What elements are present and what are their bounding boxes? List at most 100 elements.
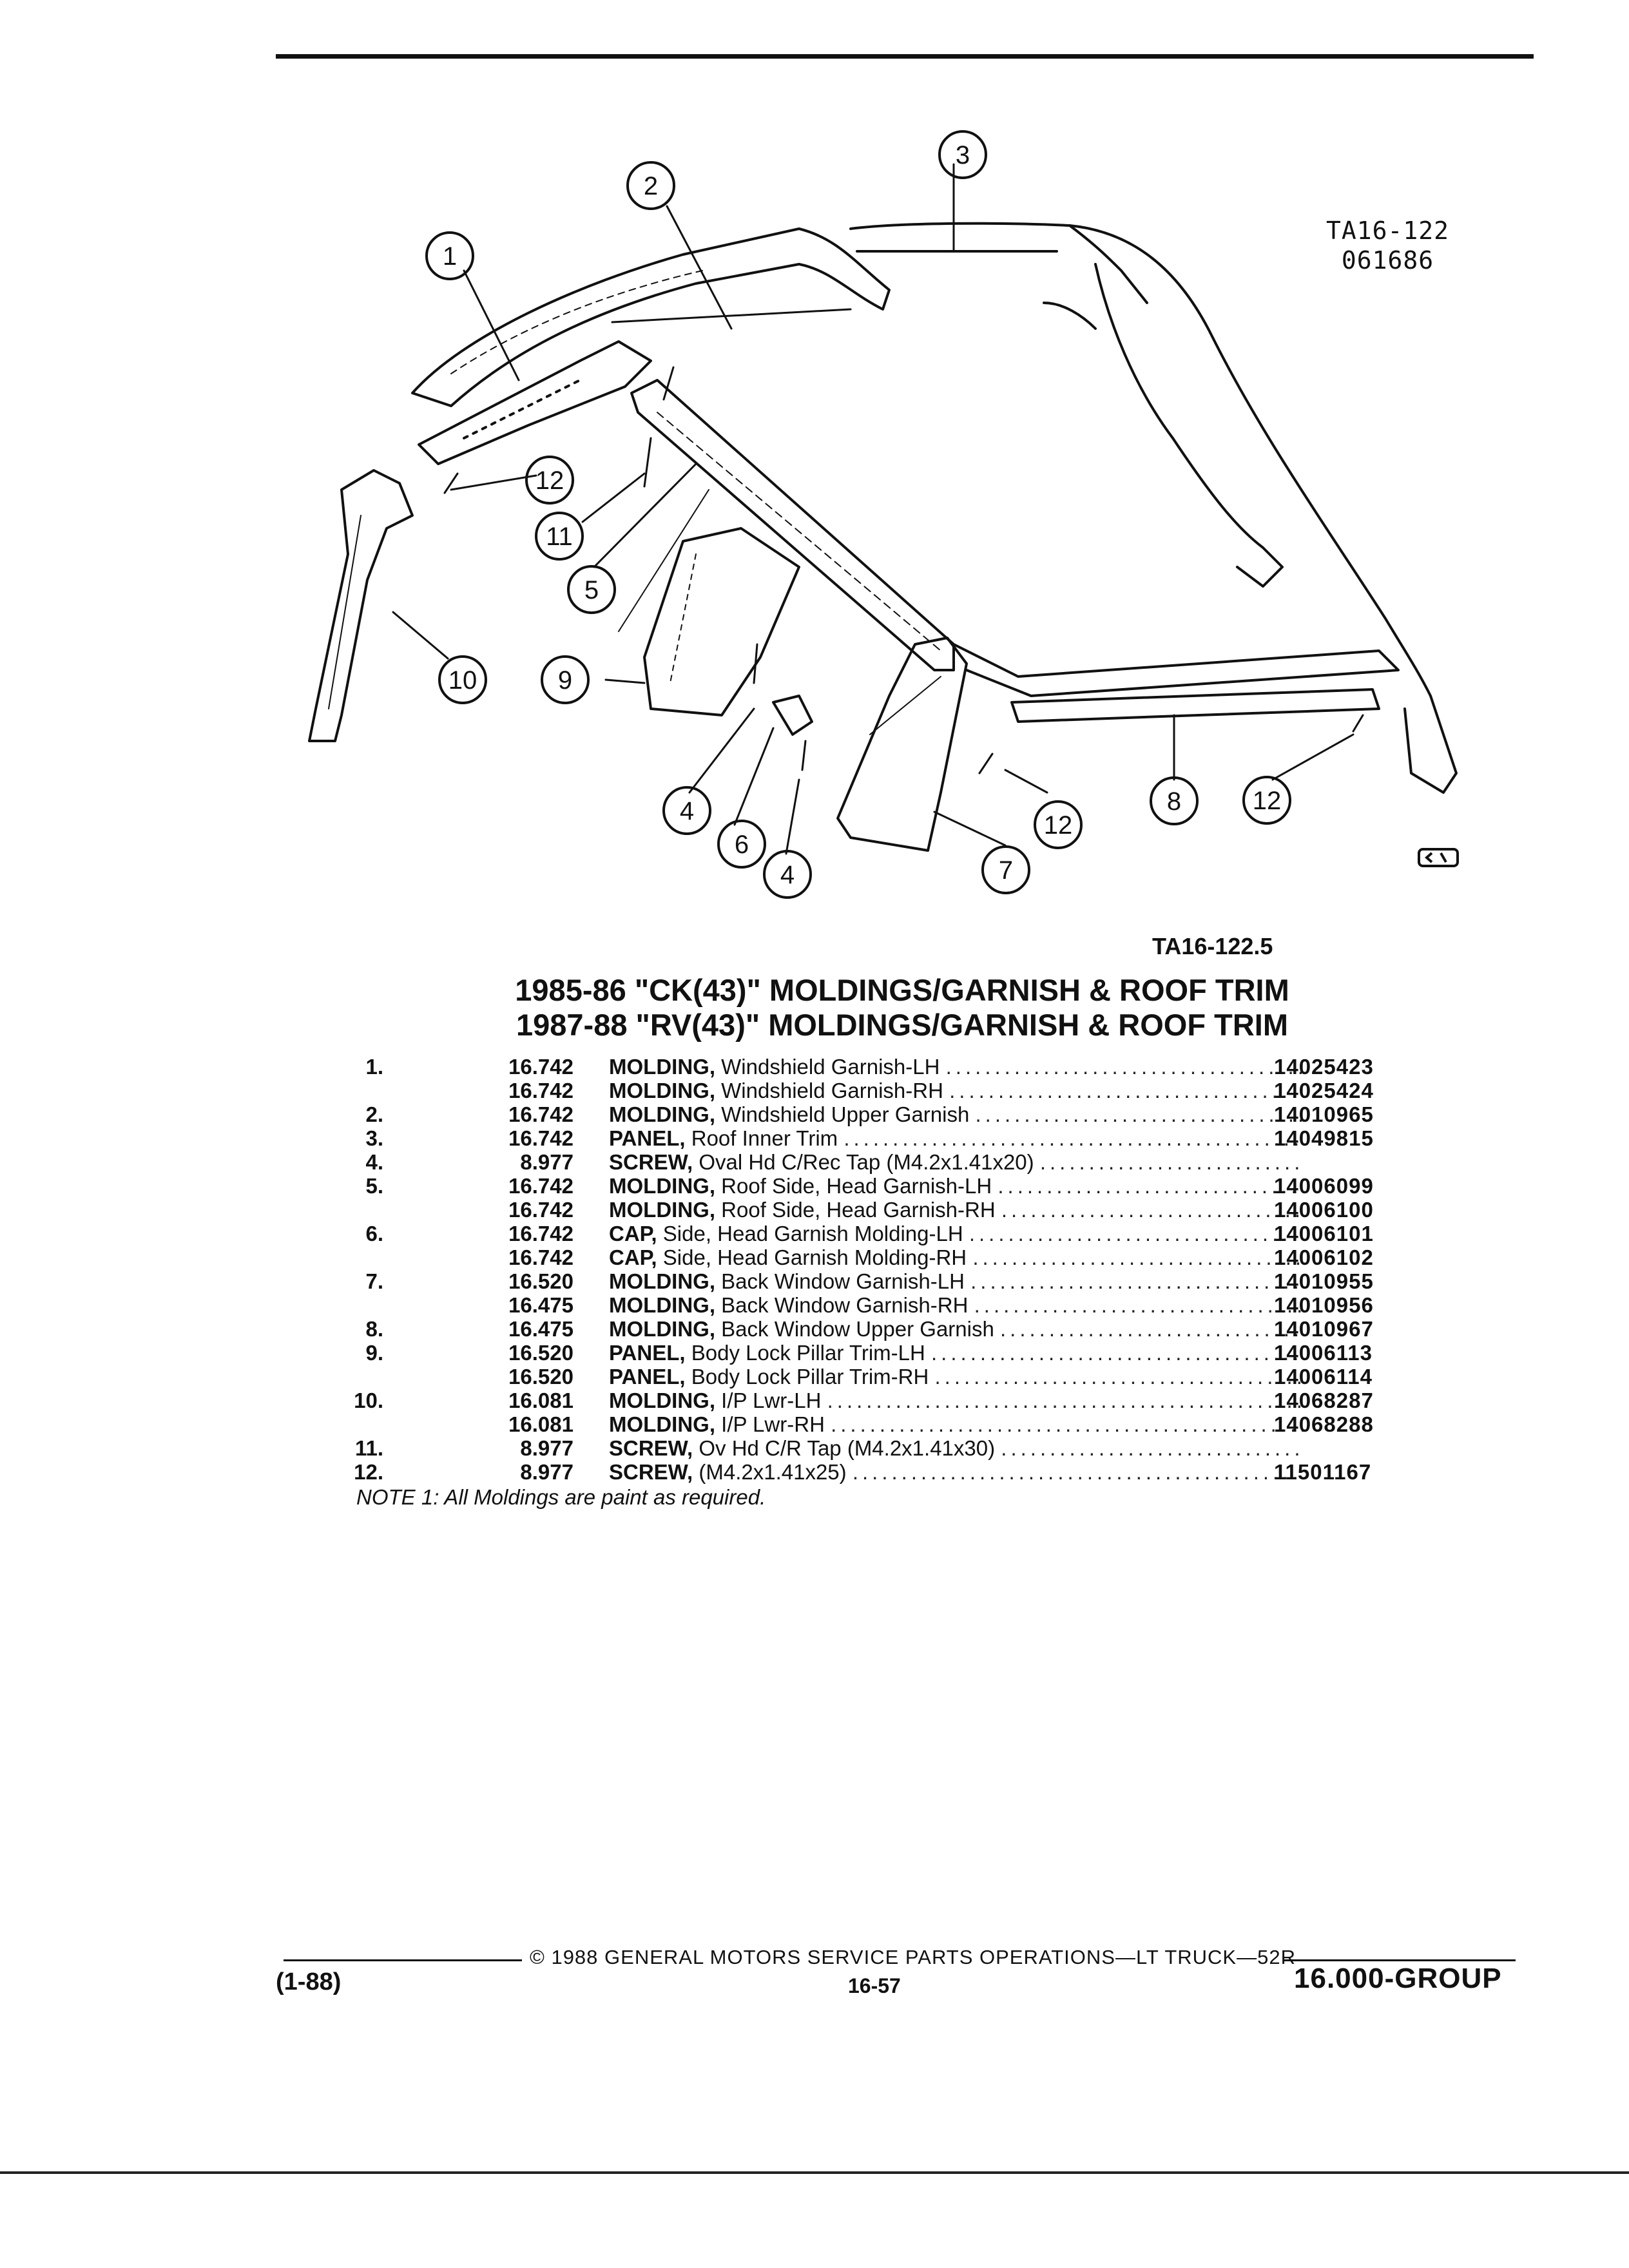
part-number: 11501167 xyxy=(1274,1460,1372,1484)
part-number: 14010956 xyxy=(1274,1293,1374,1317)
title-line-1: 1985-86 "CK(43)" MOLDINGS/GARNISH & ROOF… xyxy=(515,973,1289,1007)
callout-label: 12 xyxy=(535,466,564,495)
part-detail: Back Window Garnish-RH xyxy=(721,1293,969,1317)
item-number: 9. xyxy=(365,1341,383,1365)
leader-dots: ........................................… xyxy=(843,1126,1304,1150)
part-number: 14010955 xyxy=(1274,1269,1374,1293)
part-description: MOLDING, Back Window Upper Garnish .....… xyxy=(609,1317,1304,1341)
parts-row: 7. 16.520 MOLDING, Back Window Garnish-LH … xyxy=(351,1269,1395,1293)
leader-dots: ........................................… xyxy=(827,1389,1304,1412)
callout-label: 8 xyxy=(1167,787,1181,816)
part-description: MOLDING, Windshield Garnish-RH .........… xyxy=(609,1079,1304,1102)
leader-dots: ........................................… xyxy=(934,1365,1304,1389)
leader-dots: ........................................… xyxy=(975,1102,1304,1126)
parts-row: 3. 16.742 PANEL, Roof Inner Trim .........… xyxy=(351,1126,1395,1150)
part-name: MOLDING, xyxy=(609,1055,715,1079)
part-detail: Back Window Garnish-LH xyxy=(721,1269,965,1293)
windshield-upper-garnish-part xyxy=(411,227,891,407)
section-title: 1985-86 "CK(43)" MOLDINGS/GARNISH & ROOF… xyxy=(400,973,1405,1043)
item-number: 7. xyxy=(365,1269,383,1293)
part-description: MOLDING, Windshield Upper Garnish ......… xyxy=(609,1102,1304,1126)
roof-side-head-garnish-part xyxy=(630,379,1400,697)
part-detail: Windshield Garnish-LH xyxy=(721,1055,940,1079)
part-number: 14010965 xyxy=(1274,1102,1374,1126)
leader-dots: ........................................… xyxy=(1039,1150,1304,1174)
back-window-garnish-part xyxy=(836,637,968,852)
parts-diagram: 1 2 3 4 4 5 6 7 8 9 10 11 12 12 12 xyxy=(308,130,1459,899)
side-cap-part xyxy=(772,695,813,736)
leader-dots: ........................................… xyxy=(1000,1317,1304,1341)
part-description: MOLDING, Back Window Garnish-LH ........… xyxy=(609,1269,1304,1293)
part-description: PANEL, Body Lock Pillar Trim-LH ........… xyxy=(609,1341,1304,1365)
part-number: 14025423 xyxy=(1274,1055,1374,1079)
group-code: 16.081 xyxy=(508,1389,574,1412)
part-name: MOLDING, xyxy=(609,1317,715,1341)
parts-row: 9. 16.520 PANEL, Body Lock Pillar Trim-LH … xyxy=(351,1341,1395,1365)
callout-label: 3 xyxy=(956,141,970,169)
note: NOTE 1: All Moldings are paint as requir… xyxy=(356,1485,766,1509)
group-code: 16.742 xyxy=(508,1055,574,1079)
item-number: 10. xyxy=(354,1389,383,1412)
group-code: 16.520 xyxy=(508,1269,574,1293)
callout-label: 2 xyxy=(644,172,658,200)
item-number: 11. xyxy=(354,1436,383,1460)
parts-row: 1. 16.742 MOLDING, Windshield Garnish-LH .… xyxy=(351,1055,1395,1079)
part-name: MOLDING, xyxy=(609,1174,715,1198)
part-detail: Body Lock Pillar Trim-LH xyxy=(691,1341,925,1365)
leader-dots: ........................................… xyxy=(970,1269,1304,1293)
item-number: 3. xyxy=(365,1126,383,1150)
item-number: 4. xyxy=(365,1150,383,1174)
screws xyxy=(443,366,1364,774)
part-description: MOLDING, Roof Side, Head Garnish-RH ....… xyxy=(609,1198,1304,1222)
leader-dots: ........................................… xyxy=(949,1079,1304,1102)
part-description: MOLDING, Windshield Garnish-LH .........… xyxy=(609,1055,1304,1079)
group-code: 16.742 xyxy=(508,1222,574,1245)
part-name: PANEL, xyxy=(609,1126,686,1150)
part-detail: Windshield Garnish-RH xyxy=(721,1079,943,1102)
part-name: MOLDING, xyxy=(609,1389,715,1412)
leader-dots: ........................................… xyxy=(998,1174,1304,1198)
callout-circles xyxy=(425,130,1291,899)
revision-date: (1-88) xyxy=(276,1968,342,1995)
part-detail: Windshield Upper Garnish xyxy=(721,1102,970,1126)
part-description: MOLDING, Roof Side, Head Garnish-LH ....… xyxy=(609,1174,1304,1198)
part-detail: Roof Inner Trim xyxy=(691,1126,838,1150)
part-name: MOLDING, xyxy=(609,1102,715,1126)
part-number: 14006099 xyxy=(1274,1174,1374,1198)
item-number: 1. xyxy=(365,1055,383,1079)
part-detail: Roof Side, Head Garnish-RH xyxy=(721,1198,996,1222)
part-name: MOLDING, xyxy=(609,1293,715,1317)
body-lock-pillar-panel-part xyxy=(618,489,800,716)
part-detail: Roof Side, Head Garnish-LH xyxy=(721,1174,992,1198)
item-number: 8. xyxy=(365,1317,383,1341)
part-description: PANEL, Roof Inner Trim .................… xyxy=(609,1126,1304,1150)
item-number: 6. xyxy=(365,1222,383,1245)
part-name: SCREW, xyxy=(609,1436,693,1460)
group-code: 8.977 xyxy=(520,1460,574,1484)
part-name: MOLDING, xyxy=(609,1412,715,1436)
part-name: SCREW, xyxy=(609,1460,693,1484)
item-number: 12. xyxy=(354,1460,383,1484)
figure-id: TA16-122 061686 xyxy=(1326,216,1449,275)
part-detail: Ov Hd C/R Tap (M4.2x1.41x30) xyxy=(699,1436,996,1460)
item-number: 5. xyxy=(365,1174,383,1198)
group-code: 16.742 xyxy=(508,1126,574,1150)
group-code: 16.520 xyxy=(508,1341,574,1365)
part-name: MOLDING, xyxy=(609,1079,715,1102)
part-number: 14025424 xyxy=(1274,1079,1374,1102)
leader-dots: ........................................… xyxy=(1001,1198,1304,1222)
part-description: SCREW, Oval Hd C/Rec Tap (M4.2x1.41x20) … xyxy=(609,1150,1304,1174)
windshield-garnish-lh-part xyxy=(418,340,652,465)
part-name: MOLDING, xyxy=(609,1269,715,1293)
part-number: 14049815 xyxy=(1274,1126,1374,1150)
ip-lower-molding-part xyxy=(308,469,414,742)
footer-rule-right xyxy=(1284,1959,1516,1961)
part-name: PANEL, xyxy=(609,1341,686,1365)
part-detail: Side, Head Garnish Molding-RH xyxy=(662,1245,967,1269)
